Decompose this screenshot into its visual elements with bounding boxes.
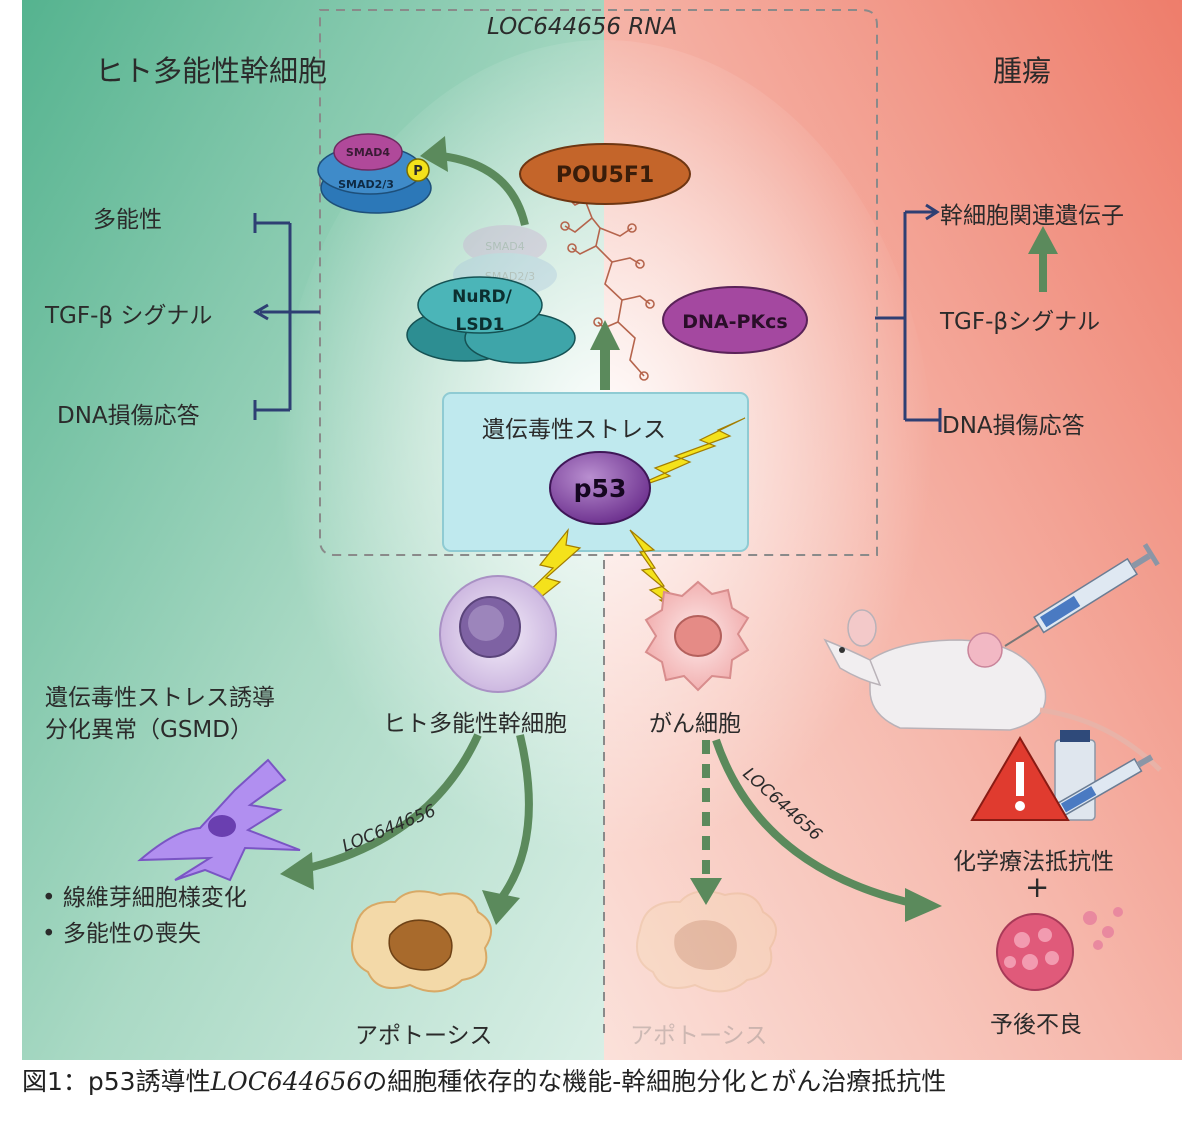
faded-apoptosis-label: アポトーシス: [630, 1023, 768, 1049]
stem-apoptosis-arrow: [496, 734, 533, 903]
right-effect-tgfb: TGF-βシグナル: [940, 309, 1101, 335]
bullet-pluripotency-loss: • 多能性の喪失: [42, 921, 201, 947]
tumor-mass-icon: [996, 907, 1123, 991]
p53-node: p53: [549, 451, 651, 525]
pou5f1-node: POU5F1: [519, 143, 691, 205]
syringe-2-icon: [1055, 754, 1154, 818]
left-effect-tgfb: TGF-β シグナル: [45, 303, 213, 329]
right-effect-dna-damage: DNA損傷応答: [942, 413, 1085, 439]
right-bracket: [875, 203, 942, 432]
smad-activation-arrow: [429, 151, 529, 226]
figure-caption: 図1：p53誘導性LOC644656の細胞種依存的な機能‐幹細胞分化とがん治療抵…: [22, 1067, 947, 1096]
mouse-icon: [823, 609, 1162, 772]
dnapkcs-node: DNA-PKcs: [662, 286, 808, 354]
cancer-cell-label: がん細胞: [649, 711, 741, 737]
smad-arrow-head: [420, 136, 448, 172]
gsmd-arrow-head: [280, 852, 314, 890]
bullet-fibroblast: • 線維芽細胞様変化: [42, 885, 247, 911]
svg-text:LSD1: LSD1: [455, 315, 504, 335]
svg-text:SMAD4: SMAD4: [485, 240, 524, 253]
resistance-arrow: [712, 738, 921, 909]
smad-complex: SMAD4 SMAD2/3 P: [317, 133, 432, 214]
smad4-label: SMAD4: [346, 146, 391, 159]
left-bracket: [253, 213, 320, 420]
plus-sign: +: [1025, 870, 1050, 904]
gsmd-line-2: 分化異常（GSMD）: [45, 717, 253, 743]
apoptosis-label: アポトーシス: [355, 1023, 493, 1049]
tumor-icon: [967, 632, 1003, 668]
svg-text:P: P: [413, 164, 423, 179]
right-effect-stem-genes: 幹細胞関連遺伝子: [940, 203, 1124, 229]
poor-prognosis-label: 予後不良: [990, 1012, 1082, 1038]
stem-apoptosis-arrow-head: [482, 890, 520, 925]
chemo-resistance-label: 化学療法抵抗性: [953, 849, 1114, 875]
stem-cell-icon: [439, 575, 557, 693]
blocked-apoptosis-arrow-head: [690, 878, 722, 905]
tumor-title: 腫瘍: [993, 54, 1052, 88]
stress-label: 遺伝毒性ストレス: [482, 417, 666, 443]
gsmd-line-1: 遺伝毒性ストレス誘導: [45, 685, 275, 711]
svg-text:DNA-PKcs: DNA-PKcs: [682, 311, 787, 333]
diagram-canvas: SMAD4 SMAD2/3 SMAD4 SMAD2/3 P POU5F1 NuR…: [22, 0, 1182, 1060]
smad23-label: SMAD2/3: [338, 178, 394, 191]
svg-text:p53: p53: [574, 474, 627, 503]
phospho-icon: [406, 158, 430, 182]
fibroblast-cell-icon: [137, 758, 301, 882]
rna-title: LOC644656 RNA: [487, 14, 678, 40]
stem-cell-title: ヒト多能性幹細胞: [95, 54, 328, 88]
cancer-cell-icon: [644, 580, 750, 692]
rna-region-outline: [319, 9, 878, 556]
nurd-lsd1-complex: NuRD/ LSD1: [406, 276, 576, 364]
warning-icon: [970, 736, 1070, 821]
syringe-icon: [1004, 543, 1160, 647]
resistance-arrow-head: [905, 888, 942, 922]
faded-apoptotic-cell-icon: [636, 890, 778, 993]
induction-arrow: [590, 320, 620, 390]
apoptotic-cell-icon: [351, 890, 493, 993]
left-effect-pluripotency: 多能性: [93, 207, 162, 233]
svg-text:POU5F1: POU5F1: [556, 163, 654, 188]
svg-text:NuRD/: NuRD/: [452, 287, 513, 307]
gsmd-arrow: [299, 733, 482, 874]
left-effect-dna-damage: DNA損傷応答: [57, 403, 200, 429]
stem-cell-label: ヒト多能性幹細胞: [383, 711, 567, 737]
upregulation-arrow: [1028, 226, 1058, 292]
